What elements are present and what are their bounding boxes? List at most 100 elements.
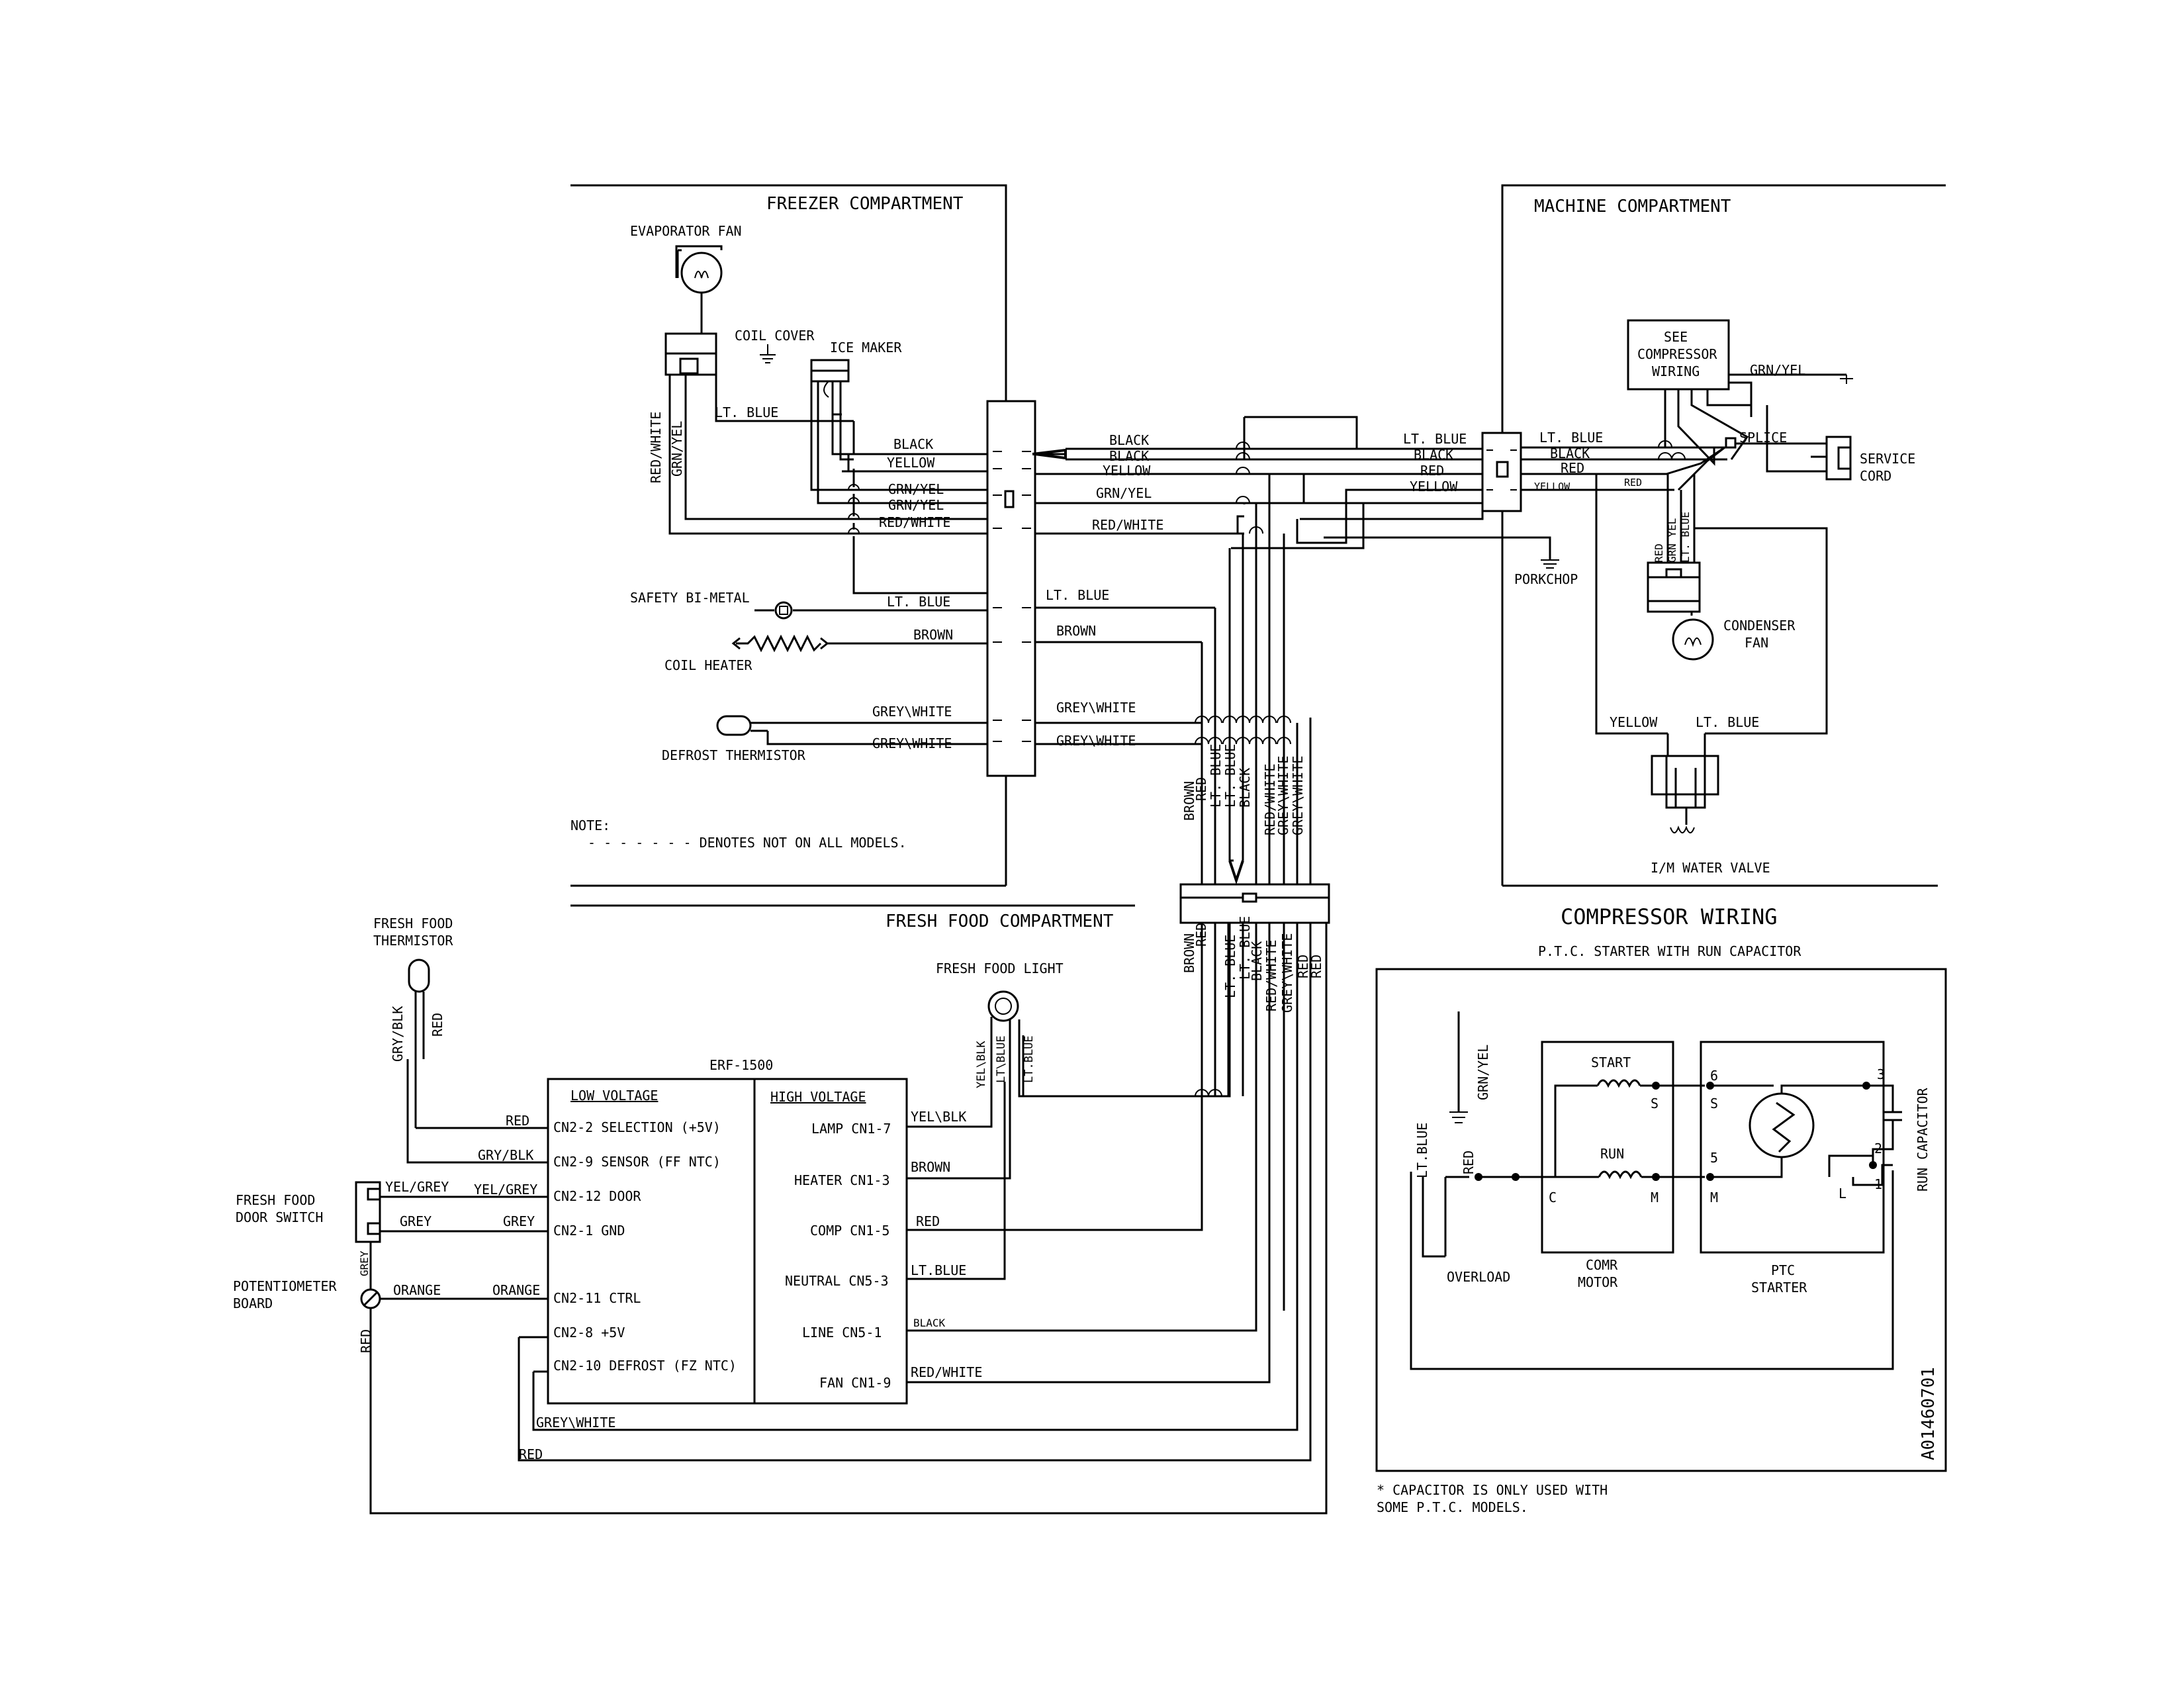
compressor-return-wire	[1410, 1170, 1894, 1370]
machine-right-wires	[1521, 446, 1727, 491]
machine-left-ltblue: LT. BLUE	[1403, 431, 1467, 447]
vbundle-black: BLACK	[1237, 768, 1253, 808]
note-title: NOTE:	[570, 818, 610, 833]
coil-heater	[731, 634, 987, 653]
comp-red: RED	[1461, 1150, 1477, 1174]
high-voltage-wires	[907, 923, 1271, 1383]
board-high-voltage: HIGH VOLTAGE	[770, 1089, 866, 1105]
ff-ltblue-2: LT. BLUE	[1237, 916, 1253, 980]
compressor-internal	[1422, 1011, 1902, 1258]
thermistor-wire-1: GREY\WHITE	[872, 704, 952, 720]
ice-maker	[810, 359, 850, 416]
machine-right-ltblue: LT. BLUE	[1539, 430, 1603, 445]
door-switch-label2: DOOR SWITCH	[236, 1209, 323, 1225]
splice-label: SPLICE	[1739, 430, 1787, 445]
document-code: A01460701	[1919, 1367, 1938, 1460]
machine-left-black: BLACK	[1414, 447, 1453, 463]
low-pin-3: CN2-12 DOOR	[553, 1188, 641, 1204]
evaporator-fan	[664, 245, 723, 376]
see-compressor-wiring-box	[1627, 319, 1730, 391]
evap-wire-red-white: RED/WHITE	[648, 412, 664, 483]
condenser-fan	[1647, 561, 1714, 661]
right-black-2: BLACK	[1109, 448, 1149, 464]
fresh-food-connector	[1179, 883, 1330, 924]
run-capacitor-label: RUN CAPACITOR	[1915, 1088, 1931, 1192]
connector-key	[1242, 892, 1257, 903]
cond-grnyel: GRN YEL	[1666, 518, 1678, 563]
low-pin-5: CN2-11 CTRL	[553, 1290, 641, 1306]
ff-redwhite: RED/WHITE	[1263, 940, 1279, 1011]
bottom-greywhite: GREY\WHITE	[536, 1415, 615, 1430]
vbundle-ltblue-1: LT. BLUE	[1208, 744, 1224, 808]
high-pin-4: NEUTRAL CN5-3	[785, 1273, 889, 1289]
machine-left-wires	[1243, 447, 1559, 569]
ice-maker-harness	[810, 381, 987, 594]
service-cord-label1: SERVICE	[1860, 451, 1915, 467]
board-low-voltage: LOW VOLTAGE	[570, 1088, 658, 1103]
light-lt-blue-1: LT\BLUE	[995, 1035, 1008, 1083]
overload-label: OVERLOAD	[1447, 1269, 1510, 1285]
ice-maker-label: ICE MAKER	[830, 340, 902, 355]
coil-heater-label: COIL HEATER	[664, 657, 752, 673]
control-board	[547, 1078, 908, 1405]
right-greywhite-2: GREY\WHITE	[1056, 733, 1136, 749]
freezer-terminal-block	[986, 400, 1036, 777]
thermistor-wire-2: GREY\WHITE	[872, 735, 952, 751]
comp-s-motor: S	[1651, 1096, 1659, 1111]
machine-block-ticks	[1486, 449, 1517, 491]
right-ltblue: LT. BLUE	[1046, 587, 1109, 603]
safety-bimetal	[754, 601, 987, 620]
vbundle-greywhite-1: GREY\WHITE	[1275, 756, 1291, 835]
compressor-wiring-subtitle: P.T.C. STARTER WITH RUN CAPACITOR	[1538, 943, 1801, 959]
fresh-food-light	[987, 990, 1019, 1059]
pot-board-label1: POTENTIOMETER	[233, 1278, 337, 1294]
fresh-food-compartment-title: FRESH FOOD COMPARTMENT	[886, 912, 1114, 931]
pot-grey: GREY	[358, 1250, 371, 1276]
ff-red: RED	[1193, 923, 1209, 947]
hv-black: BLACK	[913, 1317, 946, 1329]
potentiometer-board	[360, 923, 1328, 1515]
porkchop-label: PORKCHOP	[1514, 571, 1578, 587]
right-black-1: BLACK	[1109, 432, 1149, 448]
machine-right-yellow: YELLOW	[1534, 481, 1570, 492]
comr-motor-label1: COMR	[1586, 1257, 1618, 1273]
condenser-fan-leads	[1595, 474, 1828, 735]
comp-grnyel: GRN/YEL	[1475, 1045, 1491, 1100]
comr-motor-box	[1541, 1041, 1674, 1254]
ff-ltblue-1: LT. BLUE	[1222, 935, 1238, 998]
footnote-line1: * CAPACITOR IS ONLY USED WITH	[1377, 1482, 1608, 1498]
ice-maker-lt-blue: LT. BLUE	[715, 404, 778, 420]
comp-three: 3	[1877, 1066, 1885, 1082]
ff-thermistor-label1: FRESH FOOD	[373, 915, 453, 931]
ptc-label1: PTC	[1771, 1262, 1795, 1278]
service-cord-label2: CORD	[1860, 468, 1891, 484]
comp-run: RUN	[1600, 1146, 1624, 1162]
comp-start: START	[1591, 1055, 1631, 1070]
fz-grnyel2-label: GRN/YEL	[888, 497, 944, 513]
light-lt-blue-2: LT.BLUE	[1023, 1035, 1036, 1083]
right-yellow: YELLOW	[1103, 463, 1151, 479]
high-pin-2: HEATER CN1-3	[794, 1172, 890, 1188]
switch-grey-2: GREY	[503, 1213, 535, 1229]
coil-cover-ground	[760, 344, 776, 363]
fz-grnyel-label: GRN/YEL	[888, 481, 944, 497]
hv-ltblue: LT.BLUE	[911, 1262, 966, 1278]
defrost-thermistor-label: DEFROST THERMISTOR	[662, 747, 806, 763]
vbundle-redwhite: RED/WHITE	[1262, 764, 1278, 835]
defrost-thermistor	[716, 715, 987, 745]
freezer-compartment-title: FREEZER COMPARTMENT	[766, 194, 964, 214]
pot-orange-1: ORANGE	[393, 1282, 441, 1298]
low-pin-4: CN2-1 GND	[553, 1223, 625, 1239]
machine-compartment-border	[1501, 184, 1946, 887]
comp-l: L	[1839, 1186, 1846, 1201]
water-valve-label: I/M WATER VALVE	[1651, 860, 1770, 876]
pot-board-label2: BOARD	[233, 1295, 273, 1311]
comp-one: 1	[1874, 1176, 1882, 1192]
compressor-wiring-frame	[1375, 968, 1947, 1472]
low-pin-6: CN2-8 +5V	[553, 1325, 625, 1340]
comp-c: C	[1549, 1190, 1557, 1205]
high-pin-6: FAN CN1-9	[819, 1375, 891, 1391]
therm-red: RED	[430, 1013, 445, 1037]
compressor-wiring-title: COMPRESSOR WIRING	[1561, 904, 1778, 929]
switch-yel-grey-1: YEL/GREY	[385, 1179, 449, 1195]
